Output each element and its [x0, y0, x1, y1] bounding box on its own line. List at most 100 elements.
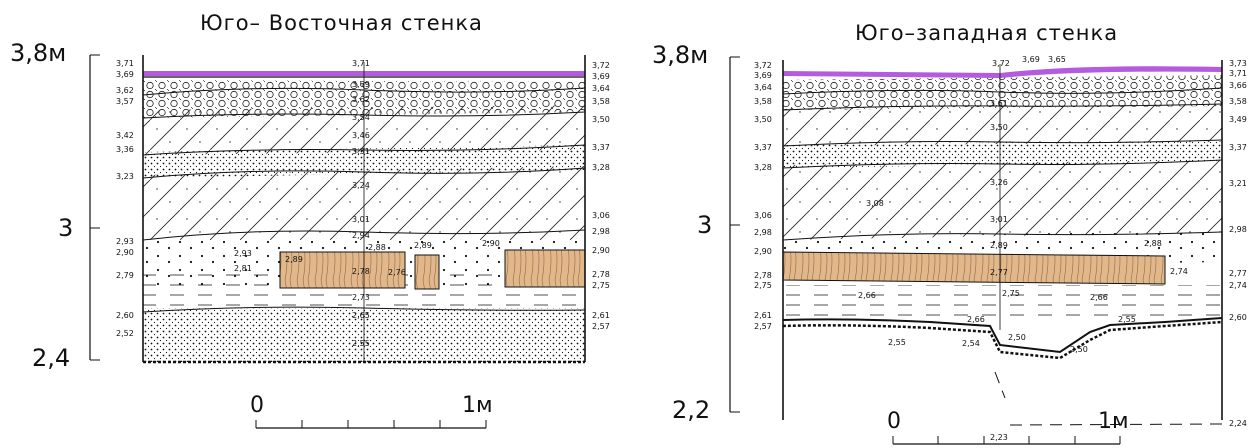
svg-text:2,88: 2,88: [1144, 239, 1162, 248]
svg-text:2,75: 2,75: [1002, 289, 1020, 298]
svg-text:2,89: 2,89: [414, 241, 432, 250]
right-elev-right-column: 3,73 3,71 3,66 3,58 3,49 3,37 3,21 2,98 …: [1229, 59, 1247, 428]
svg-text:3,37: 3,37: [754, 143, 772, 152]
svg-text:3,37: 3,37: [1229, 143, 1247, 152]
svg-text:3,28: 3,28: [754, 163, 772, 172]
svg-text:3,06: 3,06: [754, 211, 772, 220]
right-scale-top: 3,8м: [652, 41, 708, 69]
svg-text:2,93: 2,93: [234, 249, 252, 258]
svg-text:2,23: 2,23: [990, 433, 1008, 442]
left-scale-mid: 3: [58, 214, 73, 242]
svg-text:3,31: 3,31: [352, 147, 370, 156]
right-elev-center-column: 3,72 3,69 3,65 3,61 3,50 3,26 3,01 2,89 …: [967, 55, 1066, 442]
svg-text:2,50: 2,50: [1070, 345, 1088, 354]
svg-text:2,77: 2,77: [1229, 269, 1247, 278]
svg-text:3,69: 3,69: [592, 72, 610, 81]
svg-text:2,78: 2,78: [352, 267, 370, 276]
svg-text:2,81: 2,81: [234, 264, 252, 273]
right-scalebar-zero: 0: [887, 409, 901, 434]
left-wood-log-2: [414, 254, 440, 290]
svg-text:3,50: 3,50: [754, 115, 772, 124]
left-scale-top: 3,8м: [10, 39, 66, 67]
svg-text:3,26: 3,26: [990, 178, 1008, 187]
svg-text:3,62: 3,62: [352, 95, 370, 104]
svg-text:2,98: 2,98: [754, 228, 772, 237]
left-scalebar: 0 1м: [250, 393, 493, 429]
svg-text:2,89: 2,89: [285, 255, 303, 264]
right-lower-profile: [782, 317, 1223, 354]
left-title: Юго– Восточная стенка: [200, 11, 483, 35]
svg-text:3,58: 3,58: [1229, 97, 1247, 106]
southwest-wall-section: Юго–западная стенка 3,8м 3 2,2: [652, 21, 1247, 445]
svg-text:3,24: 3,24: [352, 181, 370, 190]
svg-text:2,75: 2,75: [592, 281, 610, 290]
right-title: Юго–западная стенка: [855, 21, 1118, 45]
right-humus-layer: [783, 66, 1222, 78]
svg-text:3,71: 3,71: [1229, 69, 1247, 78]
left-elev-inner-marks: 2,93 2,81 2,89 2,76 2,89 2,90: [234, 239, 500, 277]
svg-text:2,74: 2,74: [1170, 267, 1188, 276]
svg-text:2,60: 2,60: [116, 311, 134, 320]
svg-text:3,08: 3,08: [866, 199, 884, 208]
svg-text:2,50: 2,50: [1008, 333, 1026, 342]
left-scalebar-one: 1м: [462, 393, 493, 418]
svg-text:2,90: 2,90: [754, 247, 772, 256]
left-scalebar-zero: 0: [250, 393, 264, 418]
right-elev-inner-marks: 3,08 2,88 2,74 2,66 2,66 2,55 2,55 2,54 …: [858, 199, 1188, 354]
svg-text:2,75: 2,75: [754, 281, 772, 290]
left-wood-log-1: [279, 251, 406, 289]
svg-text:3,01: 3,01: [352, 215, 370, 224]
svg-text:3,37: 3,37: [592, 143, 610, 152]
svg-text:3,69: 3,69: [1022, 55, 1040, 64]
svg-text:3,72: 3,72: [754, 61, 772, 70]
svg-text:3,71: 3,71: [116, 59, 134, 68]
svg-text:3,62: 3,62: [116, 86, 134, 95]
svg-text:2,89: 2,89: [990, 241, 1008, 250]
svg-text:2,54: 2,54: [962, 339, 980, 348]
southeast-wall-section: Юго– Восточная стенка 3,8м 3 2,4: [10, 11, 610, 429]
svg-text:2,61: 2,61: [754, 311, 772, 320]
svg-text:3,69: 3,69: [754, 71, 772, 80]
right-stratum-hatch-upper: [783, 104, 1222, 146]
right-scalebar: 0 1м: [887, 409, 1129, 445]
svg-text:2,78: 2,78: [592, 270, 610, 279]
svg-text:2,57: 2,57: [592, 322, 610, 331]
right-stratum-hatch-lower: [783, 160, 1222, 240]
left-elev-left-column: 3,71 3,69 3,62 3,57 3,42 3,36 3,23 2,93 …: [116, 59, 134, 338]
right-stratum-dashes: [783, 285, 1222, 322]
svg-text:2,98: 2,98: [1229, 225, 1247, 234]
right-stratum-dots-mid: [783, 140, 1222, 168]
right-scale-bottom: 2,2: [672, 396, 710, 424]
svg-text:2,79: 2,79: [116, 271, 134, 280]
svg-text:3,65: 3,65: [1048, 55, 1066, 64]
svg-text:3,61: 3,61: [990, 99, 1008, 108]
svg-text:2,65: 2,65: [352, 311, 370, 320]
svg-text:3,21: 3,21: [1229, 179, 1247, 188]
svg-text:2,77: 2,77: [990, 268, 1008, 277]
svg-text:3,50: 3,50: [990, 123, 1008, 132]
svg-text:3,66: 3,66: [1229, 81, 1247, 90]
svg-text:3,01: 3,01: [990, 215, 1008, 224]
svg-text:3,71: 3,71: [352, 59, 370, 68]
left-wood-log-3: [504, 249, 586, 288]
svg-text:3,58: 3,58: [592, 97, 610, 106]
svg-text:3,69: 3,69: [352, 80, 370, 89]
svg-text:2,98: 2,98: [592, 227, 610, 236]
svg-text:2,66: 2,66: [967, 315, 985, 324]
svg-text:2,90: 2,90: [116, 248, 134, 257]
svg-text:2,88: 2,88: [368, 243, 386, 252]
svg-text:3,28: 3,28: [592, 163, 610, 172]
right-elev-left-column: 3,72 3,69 3,64 3,58 3,50 3,37 3,28 3,06 …: [754, 61, 772, 331]
right-wood-belt: [782, 251, 1166, 285]
svg-text:2,74: 2,74: [1229, 281, 1247, 290]
svg-text:2,24: 2,24: [1229, 419, 1247, 428]
svg-text:2,57: 2,57: [754, 322, 772, 331]
svg-text:3,46: 3,46: [352, 131, 370, 140]
svg-text:2,90: 2,90: [482, 239, 500, 248]
svg-text:3,42: 3,42: [116, 131, 134, 140]
svg-text:2,52: 2,52: [116, 329, 134, 338]
svg-text:3,23: 3,23: [116, 172, 134, 181]
svg-text:2,93: 2,93: [116, 237, 134, 246]
svg-text:2,61: 2,61: [592, 311, 610, 320]
